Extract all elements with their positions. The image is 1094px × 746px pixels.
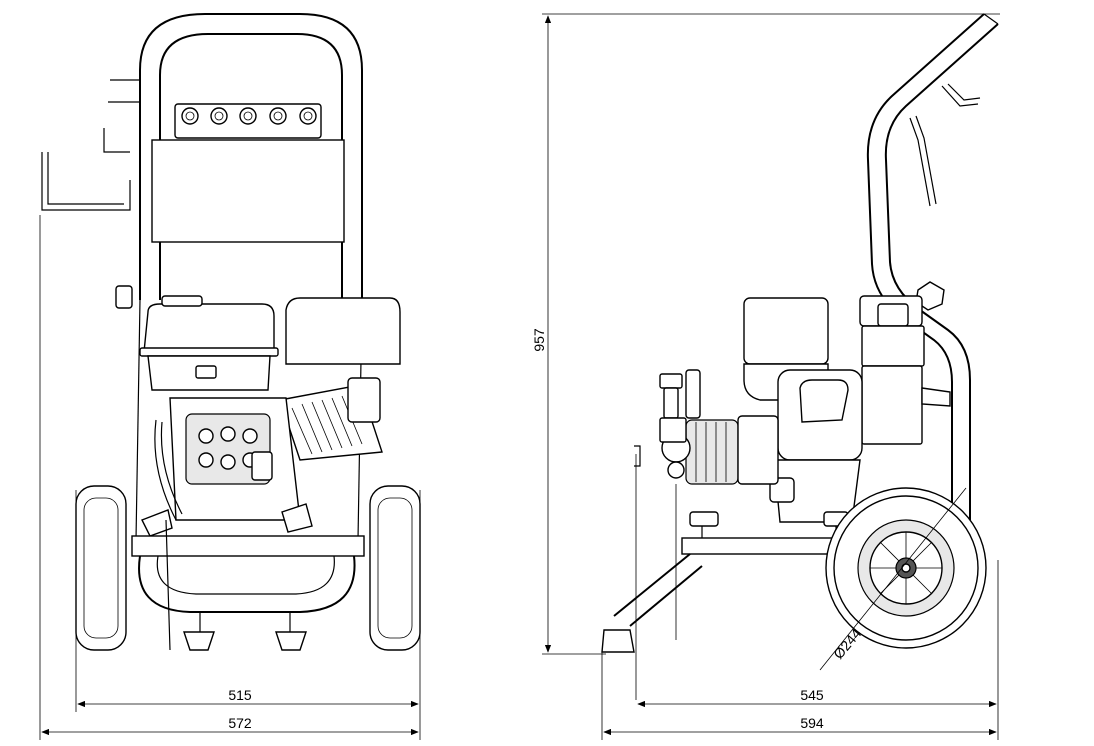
front-base-frame <box>131 535 365 557</box>
dimension-label-594: 594 <box>800 715 824 731</box>
dimension-side-height: 957 <box>531 15 552 653</box>
dimension-label-957: 957 <box>531 328 547 352</box>
side-view: 957 <box>531 13 1000 740</box>
side-wheel <box>825 487 987 649</box>
side-support-leg <box>613 553 691 617</box>
side-handle-lever <box>941 85 979 107</box>
front-wheel-left <box>75 485 127 651</box>
side-foot <box>601 629 635 653</box>
hose-hooks <box>41 79 140 211</box>
front-view: 515 572 <box>39 13 421 740</box>
side-engine <box>743 295 951 523</box>
side-pump <box>634 369 779 485</box>
front-handle-frame <box>139 13 363 300</box>
dimension-label-572: 572 <box>228 715 252 731</box>
fuel-tank <box>143 303 275 353</box>
dimension-label-515: 515 <box>228 687 252 703</box>
nozzle-tips <box>181 107 317 125</box>
dimension-front-outer-width: 572 <box>41 715 419 736</box>
side-handle-tube <box>884 23 999 520</box>
front-pump <box>154 365 301 521</box>
dimension-side-outer-depth: 594 <box>603 715 997 736</box>
front-wheel-right <box>369 485 421 651</box>
front-knob <box>115 285 133 309</box>
front-panel <box>151 139 345 243</box>
dimension-side-inner-depth: 545 <box>637 687 997 708</box>
dimension-label-545: 545 <box>800 687 824 703</box>
dimension-front-inner-width: 515 <box>77 687 419 708</box>
air-filter-housing <box>279 377 383 461</box>
front-support-leg <box>138 555 356 613</box>
engine-shroud <box>285 297 401 365</box>
